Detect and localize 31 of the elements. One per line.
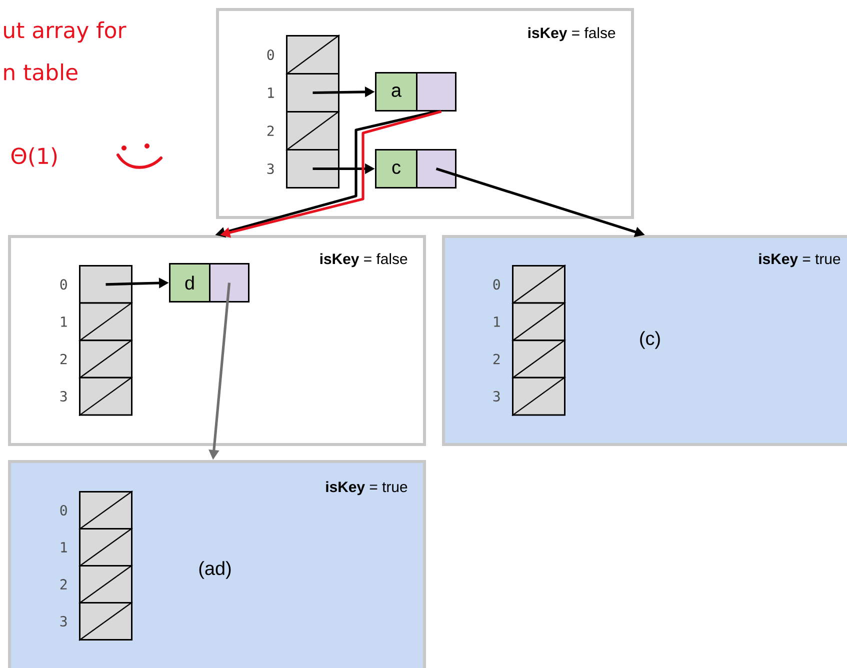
prefix-label: (c) [640,331,660,349]
index-label: 1 [61,542,67,552]
is-key-label: isKey = false [528,27,616,42]
index-label: 3 [267,163,274,174]
key-cell: d [169,263,210,302]
handwritten-note: ut array for [4,21,126,43]
index-label: 3 [60,616,67,627]
index-label: 0 [60,279,67,290]
is-key-label: isKey = true [326,481,408,496]
index-label: 2 [493,354,500,364]
key-cell: c [375,149,418,188]
index-label: 3 [493,391,500,402]
key-cell: a [375,72,418,112]
index-label: 3 [60,391,67,402]
value-cell [209,263,250,302]
index-label: 2 [60,354,67,364]
handwritten-note: Θ(1) [11,147,57,167]
prefix-label: (ad) [199,561,231,579]
index-label: 2 [60,579,67,590]
is-key-label: isKey = true [759,253,840,268]
index-label: 1 [61,316,67,327]
index-label: 2 [267,126,274,136]
index-label: 0 [493,279,500,290]
value-cell [416,72,456,112]
index-label: 0 [267,49,274,60]
handwritten-note: n table [4,64,78,80]
index-label: 1 [268,88,274,98]
index-label: 1 [494,316,500,327]
is-key-label: isKey = false [320,253,408,268]
value-cell [416,149,456,188]
index-label: 0 [60,504,67,516]
